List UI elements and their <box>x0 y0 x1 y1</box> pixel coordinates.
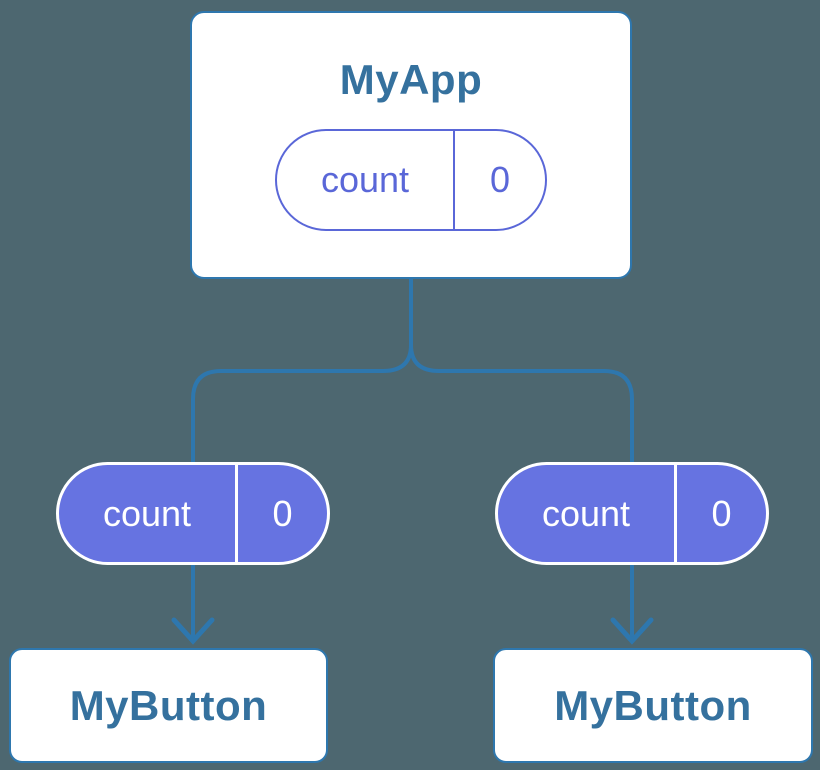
left-child-component-node: MyButton <box>9 648 328 763</box>
connector-root-to-right-child <box>409 279 634 638</box>
state-name-label: count <box>102 492 192 534</box>
root-state-pill: count 0 <box>275 129 547 231</box>
right-child-state-pill: count 0 <box>495 462 769 565</box>
pill-divider <box>674 465 677 562</box>
right-child-component-title: MyButton <box>554 681 752 729</box>
state-value-label: 0 <box>489 159 511 200</box>
state-name-label: count <box>320 159 410 200</box>
arrowhead-down-right-icon <box>610 617 654 645</box>
pill-divider <box>235 465 238 562</box>
right-child-component-node: MyButton <box>493 648 813 763</box>
state-value-label: 0 <box>711 492 732 534</box>
root-component-title: MyApp <box>339 56 483 103</box>
root-component-node: MyApp count 0 <box>190 11 632 279</box>
connector-root-to-left-child <box>191 279 413 638</box>
pill-divider <box>453 131 455 229</box>
state-value-label: 0 <box>272 492 293 534</box>
arrowhead-down-left-icon <box>171 617 215 645</box>
state-name-label: count <box>541 492 631 534</box>
left-child-component-title: MyButton <box>69 681 268 729</box>
left-child-state-pill: count 0 <box>56 462 330 565</box>
